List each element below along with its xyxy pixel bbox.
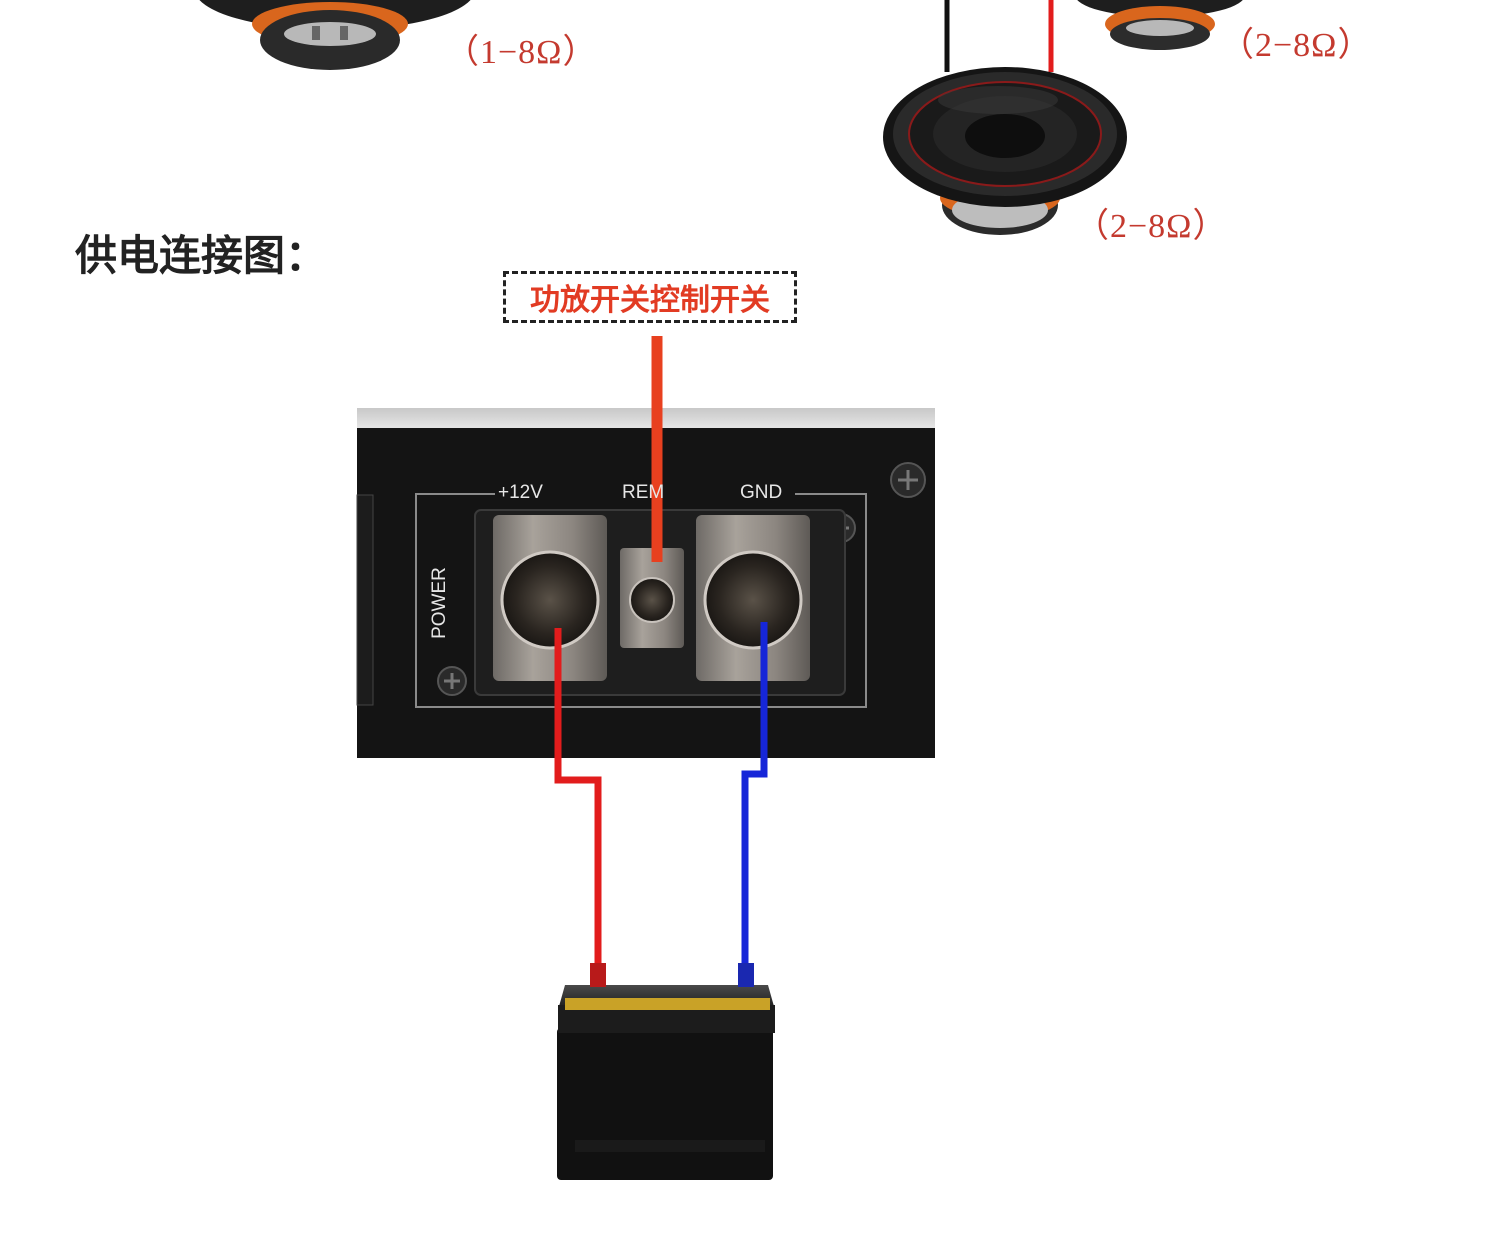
speaker-top-left-icon	[199, 0, 471, 70]
terminal-label-rem: REM	[622, 482, 665, 503]
speaker-graphics	[199, 0, 1243, 235]
positive-wire	[554, 628, 602, 968]
screw-icon	[890, 462, 926, 498]
battery-icon	[557, 963, 775, 1180]
terminal-label-12v: +12V	[498, 482, 543, 503]
terminal-label-gnd: GND	[740, 482, 783, 503]
power-label: POWER	[429, 567, 450, 639]
speaker-top-left-impedance: （1−8Ω）	[445, 34, 598, 71]
remote-switch-callout: 功放开关控制开关	[503, 271, 797, 323]
amplifier-body	[356, 408, 935, 758]
section-title: 供电连接图：	[75, 231, 328, 280]
speaker-top-right-impedance: （2−8Ω）	[1220, 27, 1373, 64]
speaker-middle-right-icon	[883, 67, 1127, 235]
screw-icon	[437, 666, 467, 696]
speaker-top-right-icon	[1077, 0, 1243, 50]
remote-switch-label: 功放开关控制开关	[530, 283, 770, 318]
speaker-middle-right-impedance: （2−8Ω）	[1075, 208, 1228, 245]
ground-wire	[741, 622, 768, 968]
